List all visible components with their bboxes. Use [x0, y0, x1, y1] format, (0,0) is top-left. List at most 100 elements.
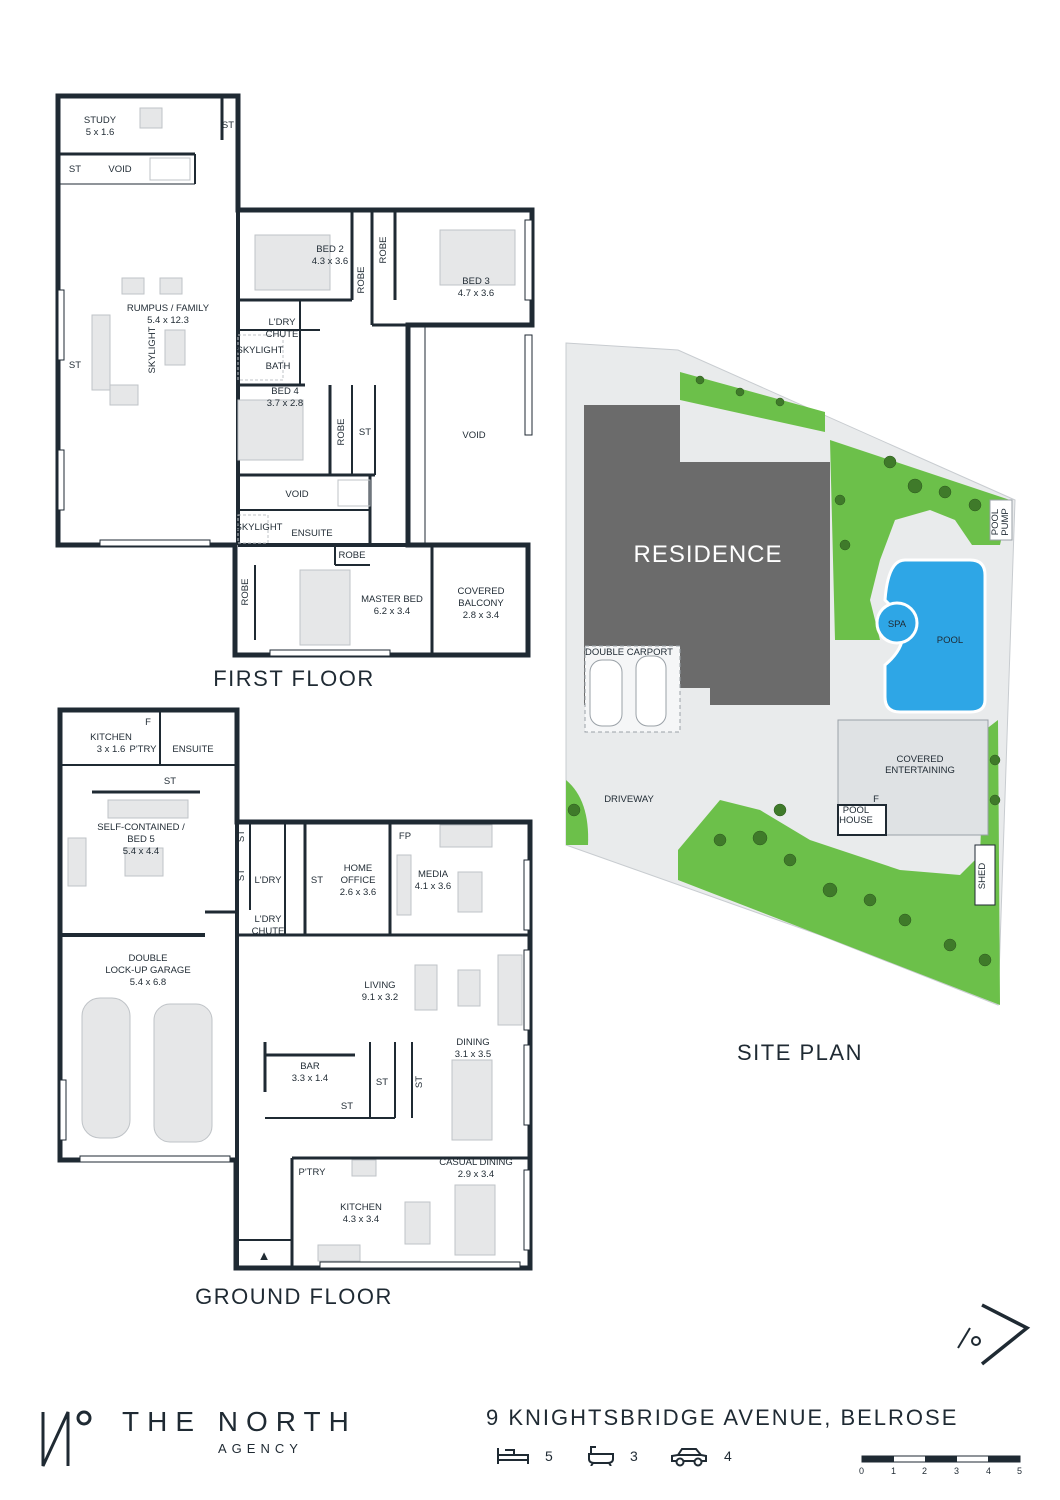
- garage-label-1: DOUBLE: [128, 953, 167, 964]
- bed-icon: [497, 1448, 529, 1464]
- bath-icon: [588, 1446, 614, 1466]
- rumpus-size: 5.4 x 12.3: [147, 315, 189, 326]
- site-plan-labels: RESIDENCE DOUBLE CARPORT DRIVEWAY SPA PO…: [585, 508, 1011, 1065]
- bed4-st-label: ST: [359, 427, 371, 438]
- study-size: 5 x 1.6: [86, 127, 115, 138]
- master-size: 6.2 x 3.4: [374, 606, 410, 617]
- casual-dining-label: CASUAL DINING: [439, 1157, 513, 1168]
- gf-kitchen-size: 3 x 1.6: [97, 744, 126, 755]
- bath-label: BATH: [266, 361, 291, 372]
- void-label-top: VOID: [108, 164, 131, 175]
- gf-ptry-label: P'TRY: [130, 744, 158, 755]
- rumpus-label: RUMPUS / FAMILY: [127, 303, 210, 314]
- home-office-label-1: HOME: [344, 863, 373, 874]
- bath-skylight-label: SKYLIGHT: [237, 345, 284, 356]
- site-plan-title: SITE PLAN: [737, 1040, 863, 1065]
- scale-tick-5: 5: [1017, 1466, 1023, 1476]
- driveway-label: DRIVEWAY: [604, 794, 654, 805]
- car-icon: [671, 1448, 707, 1467]
- ldry-chute-label-2: CHUTE: [266, 329, 299, 340]
- covered-entertaining-label-1: COVERED: [897, 754, 944, 765]
- pool-house-fridge-label: F: [873, 794, 879, 805]
- ensuite-skylight-label: SKYLIGHT: [236, 522, 283, 533]
- gf-ensuite-label: ENSUITE: [172, 744, 213, 755]
- spa-label: SPA: [888, 619, 907, 630]
- first-floor-furniture: [91, 107, 516, 646]
- pool-house-label-2: HOUSE: [839, 815, 873, 826]
- robe-2-label: ROBE: [378, 237, 389, 264]
- floor-plan-canvas: STUDY 5 x 1.6 ST ST VOID RUMPUS / FAMILY…: [55, 93, 1031, 1366]
- car-count: 4: [724, 1448, 732, 1464]
- bed-count: 5: [545, 1448, 553, 1464]
- media-size: 4.1 x 3.6: [415, 881, 451, 892]
- balcony-size: 2.8 x 3.4: [463, 610, 499, 621]
- study-label: STUDY: [84, 115, 117, 126]
- robe-1-label: ROBE: [356, 267, 367, 294]
- gf-st-label-4: ST: [311, 875, 323, 886]
- fireplace-label: FP: [399, 831, 411, 842]
- ground-floor-furniture: [67, 799, 523, 1262]
- bed2-size: 4.3 x 3.6: [312, 256, 348, 267]
- self-contained-label-1: SELF-CONTAINED /: [97, 822, 185, 833]
- scale-tick-2: 2: [922, 1466, 928, 1476]
- home-office-label-2: OFFICE: [341, 875, 376, 886]
- entry-arrow-icon: ▲: [258, 1248, 271, 1263]
- living-label: LIVING: [364, 980, 395, 991]
- garage-label-2: LOCK-UP GARAGE: [105, 965, 190, 976]
- gf-st-label-3: ST: [236, 869, 247, 881]
- casual-dining-size: 2.9 x 3.4: [458, 1169, 494, 1180]
- self-contained-size: 5.4 x 4.4: [123, 846, 159, 857]
- bed3-size: 4.7 x 3.6: [458, 288, 494, 299]
- void-label-main: VOID: [462, 430, 485, 441]
- ensuite-label: ENSUITE: [291, 528, 332, 539]
- first-floor-labels: STUDY 5 x 1.6 ST ST VOID RUMPUS / FAMILY…: [69, 115, 505, 691]
- dining-size: 3.1 x 3.5: [455, 1049, 491, 1060]
- balcony-label-1: COVERED: [458, 586, 505, 597]
- self-contained-label-2: BED 5: [127, 834, 154, 845]
- ldry-chute-label-1: L'DRY: [269, 317, 297, 328]
- kitchen2-size: 4.3 x 3.4: [343, 1214, 379, 1225]
- home-office-size: 2.6 x 3.6: [340, 887, 376, 898]
- shed-label: SHED: [977, 863, 988, 890]
- brand-name: THE NORTH: [122, 1406, 357, 1437]
- pool-house-label-1: POOL: [843, 805, 869, 816]
- study-st-label: ST: [222, 120, 234, 131]
- first-floor-plan: [55, 93, 535, 658]
- ground-floor-plan: [57, 707, 533, 1271]
- void-st-label: ST: [69, 164, 81, 175]
- rumpus-st-label: ST: [69, 360, 81, 371]
- residence-label: RESIDENCE: [633, 541, 782, 568]
- bath-count: 3: [630, 1448, 638, 1464]
- bar-label: BAR: [300, 1061, 320, 1072]
- bed3-label: BED 3: [462, 276, 489, 287]
- pool-pump-label-1: POOL: [990, 509, 1001, 535]
- gf-st-label-5: ST: [376, 1077, 388, 1088]
- robe-3-label: ROBE: [336, 419, 347, 446]
- garage-size: 5.4 x 6.8: [130, 977, 166, 988]
- media-label: MEDIA: [418, 869, 449, 880]
- ground-floor-labels: KITCHEN 3 x 1.6 F P'TRY ENSUITE ST SELF-…: [90, 717, 513, 1309]
- gf-ptry-label-2: P'TRY: [299, 1167, 327, 1178]
- pool-pump-label-2: PUMP: [1000, 508, 1011, 535]
- ground-floor-title: GROUND FLOOR: [195, 1284, 393, 1309]
- north-arrow-icon: [957, 1303, 1031, 1366]
- agency-logo-icon: [41, 1410, 92, 1467]
- gf-kitchen-label: KITCHEN: [90, 732, 132, 743]
- gf-ldry-label: L'DRY: [255, 875, 283, 886]
- site-plan: [565, 342, 1016, 1006]
- rumpus-skylight-label: SKYLIGHT: [147, 326, 158, 373]
- robe-4-label: ROBE: [339, 550, 366, 561]
- dining-label: DINING: [456, 1037, 489, 1048]
- balcony-label-2: BALCONY: [458, 598, 504, 609]
- bed2-label: BED 2: [316, 244, 343, 255]
- scale-tick-4: 4: [986, 1466, 992, 1476]
- gf-st-label-7: ST: [341, 1101, 353, 1112]
- scale-tick-3: 3: [954, 1466, 960, 1476]
- living-size: 9.1 x 3.2: [362, 992, 398, 1003]
- scale-tick-0: 0: [859, 1466, 865, 1476]
- bed4-size: 3.7 x 2.8: [267, 398, 303, 409]
- master-label: MASTER BED: [361, 594, 423, 605]
- kitchen2-label: KITCHEN: [340, 1202, 382, 1213]
- gf-ldry-chute-label-1: L'DRY: [255, 914, 283, 925]
- bed4-label: BED 4: [271, 386, 298, 397]
